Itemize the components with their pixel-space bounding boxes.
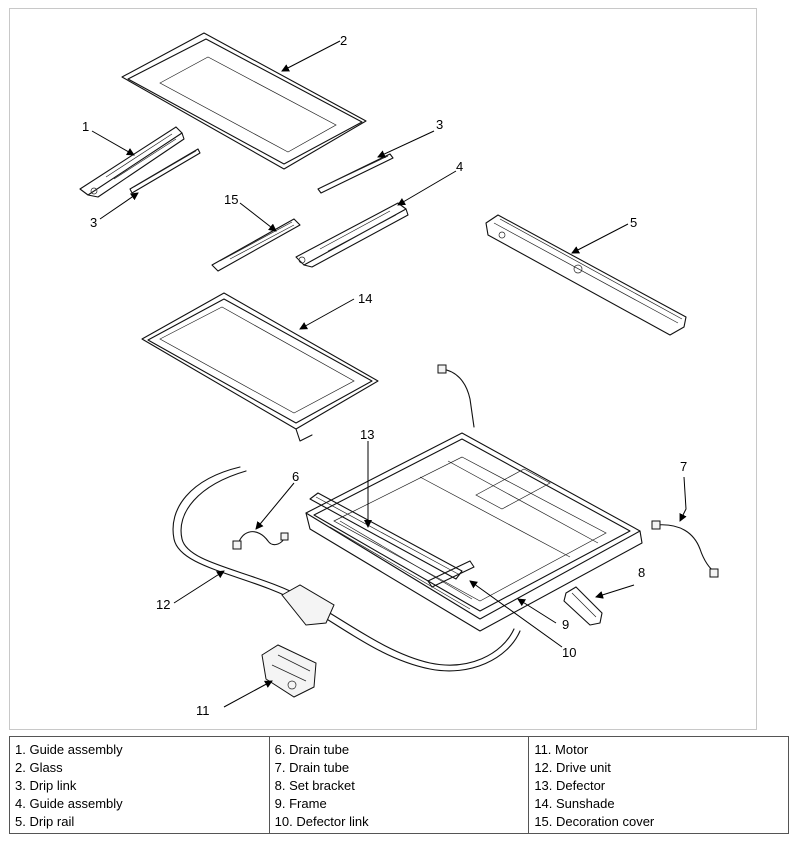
drip-link-left-part	[129, 148, 201, 194]
legend-item: 3. Drip link	[15, 778, 77, 793]
callout-8: 8	[638, 565, 645, 580]
set-bracket-part	[563, 586, 603, 626]
legend-item: 10. Defector link	[274, 814, 369, 829]
drain-tube-left-part	[232, 531, 289, 550]
callout-9: 9	[562, 617, 569, 632]
diagram-canvas: 1 2 3 3 4 5 6 7 8 9 10 11 12 13 14 15	[79, 32, 719, 718]
callout-14: 14	[358, 291, 372, 306]
callout-5: 5	[630, 215, 637, 230]
callout-13: 13	[360, 427, 374, 442]
drive-unit-part	[172, 466, 521, 672]
drip-link-right-part	[317, 153, 394, 194]
motor-part	[261, 644, 317, 698]
callout-3-left: 3	[90, 215, 97, 230]
legend-item: 15. Decoration cover	[534, 814, 655, 829]
drip-rail-part	[485, 214, 687, 336]
glass-part	[121, 32, 367, 170]
callout-2: 2	[340, 33, 347, 48]
legend-item: 9. Frame	[274, 796, 327, 811]
legend-item: 14. Sunshade	[534, 796, 615, 811]
legend-item: 12. Drive unit	[534, 760, 611, 775]
parts-legend-table: 1. Guide assembly 2. Glass 3. Drip link …	[9, 736, 789, 834]
defector-link-part	[427, 560, 475, 588]
legend-column-2: 6. Drain tube 7. Drain tube 8. Set brack…	[268, 736, 530, 834]
callout-6: 6	[292, 469, 299, 484]
legend-item: 13. Defector	[534, 778, 606, 793]
legend-column-3: 11. Motor 12. Drive unit 13. Defector 14…	[528, 736, 789, 834]
legend-item: 4. Guide assembly	[15, 796, 123, 811]
decoration-cover-part	[211, 218, 301, 272]
callout-11: 11	[196, 703, 210, 718]
legend-item: 11. Motor	[534, 742, 589, 757]
legend-item: 7. Drain tube	[274, 760, 350, 775]
callout-3-right: 3	[436, 117, 443, 132]
callout-15: 15	[224, 192, 238, 207]
defector-part	[309, 492, 463, 580]
leader-lines	[91, 40, 687, 708]
callout-4: 4	[456, 159, 463, 174]
legend-column-1: 1. Guide assembly 2. Glass 3. Drip link …	[9, 736, 270, 834]
legend-item: 1. Guide assembly	[15, 742, 123, 757]
exploded-view-diagram: 1 2 3 3 4 5 6 7 8 9 10 11 12 13 14 15	[9, 8, 757, 730]
callout-7: 7	[680, 459, 687, 474]
drain-tube-right-part	[651, 520, 719, 578]
guide-assembly-left-part	[79, 126, 185, 198]
guide-assembly-right-part	[295, 202, 409, 268]
legend-item: 8. Set bracket	[274, 778, 355, 793]
drain-tube-rear-part	[437, 364, 475, 428]
legend-item: 5. Drip rail	[15, 814, 75, 829]
legend-item: 6. Drain tube	[274, 742, 350, 757]
legend-item: 2. Glass	[15, 760, 63, 775]
frame-part	[305, 432, 643, 632]
callout-10: 10	[562, 645, 576, 660]
callout-labels: 1 2 3 3 4 5 6 7 8 9 10 11 12 13 14 15	[82, 33, 687, 718]
sunshade-part	[141, 292, 379, 442]
callout-12: 12	[156, 597, 170, 612]
callout-1: 1	[82, 119, 89, 134]
